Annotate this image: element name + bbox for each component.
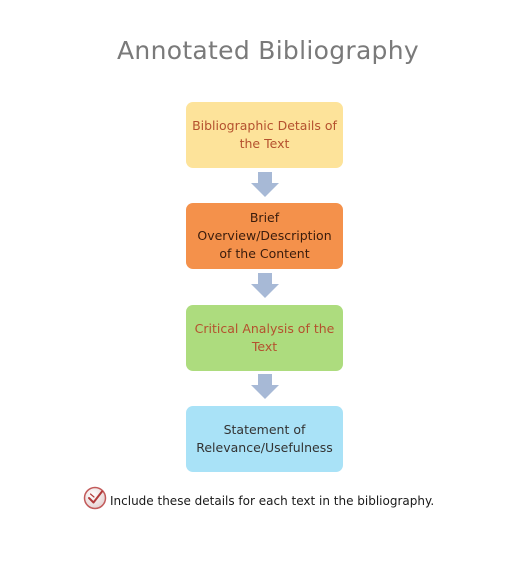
footnote: Include these details for each text in t… bbox=[82, 485, 434, 511]
step-label: Bibliographic Details of the Text bbox=[192, 118, 337, 151]
step-brief-overview: Brief Overview/Description of the Conten… bbox=[186, 203, 343, 269]
down-arrow-icon bbox=[251, 374, 279, 399]
down-arrow-icon bbox=[251, 172, 279, 197]
step-bibliographic-details: Bibliographic Details of the Text bbox=[186, 102, 343, 168]
step-label: Critical Analysis of the Text bbox=[194, 321, 335, 354]
down-arrow-icon bbox=[251, 273, 279, 298]
diagram-title: Annotated Bibliography bbox=[117, 36, 419, 65]
footnote-text: Include these details for each text in t… bbox=[110, 494, 435, 508]
step-statement-relevance: Statement of Relevance/Usefulness bbox=[186, 406, 343, 472]
step-label: Brief Overview/Description of the Conten… bbox=[197, 210, 332, 261]
step-critical-analysis: Critical Analysis of the Text bbox=[186, 305, 343, 371]
step-label: Statement of Relevance/Usefulness bbox=[196, 422, 333, 455]
checkmark-badge-icon bbox=[83, 486, 107, 510]
